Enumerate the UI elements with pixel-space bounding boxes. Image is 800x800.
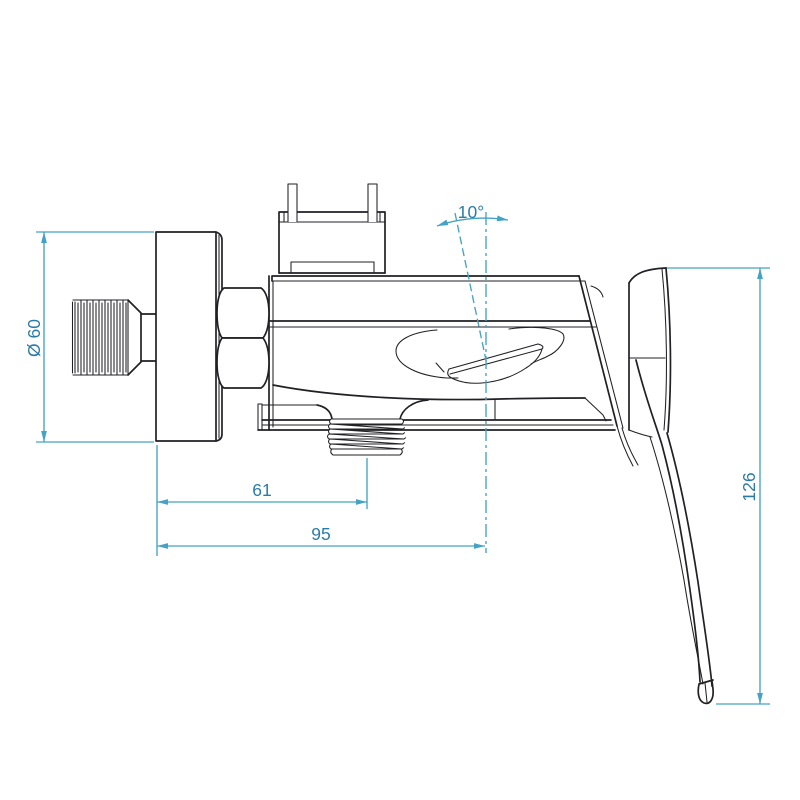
arrowhead bbox=[757, 268, 763, 279]
dimension-diameter: Ø 60 bbox=[24, 231, 154, 443]
bracket-outline bbox=[278, 211, 386, 274]
inlet-thread bbox=[71, 299, 157, 376]
wall-flange bbox=[155, 231, 223, 442]
end-plate-tail bbox=[616, 425, 639, 467]
hex-nut bbox=[216, 287, 270, 389]
inlet-neck bbox=[140, 313, 157, 362]
recess-left-curve bbox=[395, 329, 459, 379]
dimension-label-diameter: Ø 60 bbox=[24, 319, 44, 357]
outlet-thread bbox=[316, 399, 429, 456]
arrowhead bbox=[757, 693, 763, 704]
dimension-label-61: 61 bbox=[252, 480, 271, 500]
arrowhead bbox=[474, 543, 485, 549]
arrowhead bbox=[496, 215, 508, 222]
lever-handle bbox=[635, 359, 714, 705]
outlet-flare-left bbox=[316, 404, 333, 420]
body-top-edge bbox=[271, 275, 580, 282]
cap-right-edge bbox=[665, 267, 672, 433]
bracket-prong-right bbox=[367, 183, 378, 222]
dimension-depth: 95 bbox=[157, 524, 485, 549]
angle-reference-line bbox=[454, 212, 488, 366]
arrowhead bbox=[41, 431, 47, 442]
bracket-base-plate bbox=[290, 261, 375, 274]
arrowhead bbox=[356, 499, 367, 505]
arrowhead bbox=[157, 543, 168, 549]
dimension-label-126: 126 bbox=[739, 472, 759, 501]
bracket-prong-left bbox=[287, 183, 298, 222]
outlet-flare-right bbox=[399, 399, 429, 420]
dimension-angle: 10° bbox=[436, 202, 509, 553]
dimension-outlet-offset: 61 bbox=[156, 445, 368, 556]
arrowhead bbox=[437, 219, 449, 226]
body-lower-lip bbox=[257, 403, 263, 431]
arrowhead bbox=[41, 232, 47, 243]
handle-tip bbox=[697, 679, 714, 705]
recess-right-curve bbox=[508, 326, 565, 365]
handle-left-edge bbox=[635, 359, 701, 683]
body-recess-detail bbox=[395, 326, 565, 384]
arrowhead bbox=[157, 499, 168, 505]
mixer-body bbox=[257, 275, 639, 467]
body-end-slant bbox=[578, 275, 618, 427]
body-underside-curve bbox=[272, 384, 586, 401]
cap-top-curve bbox=[628, 267, 667, 284]
dimension-handle-height: 126 bbox=[667, 267, 770, 705]
dimension-label-95: 95 bbox=[311, 524, 330, 544]
end-cap bbox=[628, 267, 672, 438]
handle-ridge bbox=[649, 436, 704, 685]
shower-bracket bbox=[278, 183, 386, 274]
inner-lever-bar bbox=[448, 343, 543, 375]
dimension-label-angle: 10° bbox=[458, 202, 484, 222]
handle-right-edge bbox=[666, 432, 713, 687]
